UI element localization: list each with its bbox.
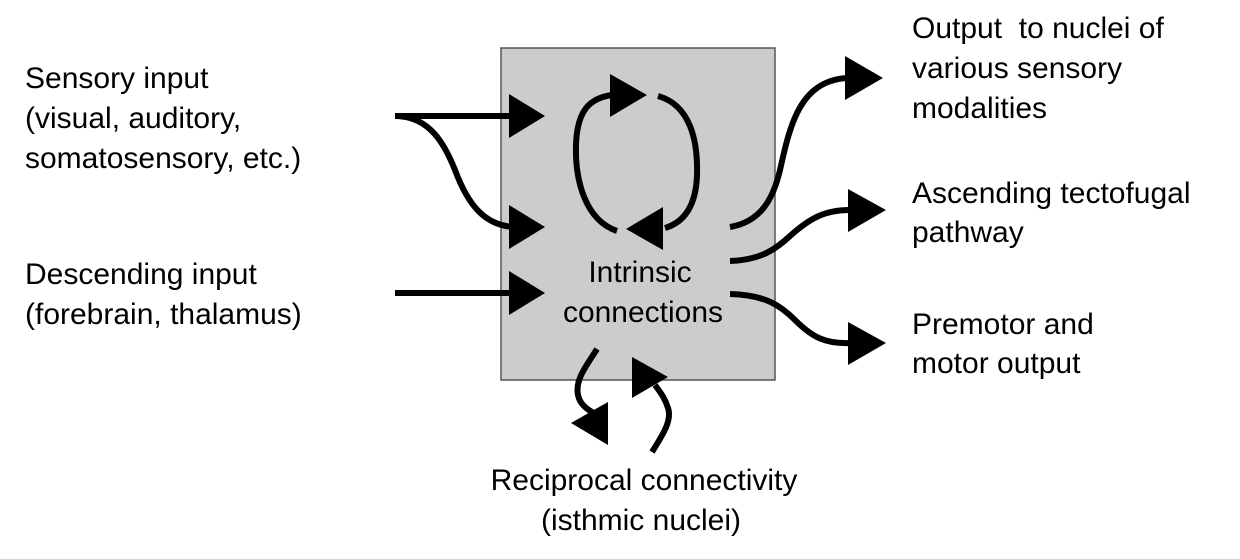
output-sensory-nuclei-label-line-1: Output to nuclei of bbox=[912, 12, 1164, 45]
output-sensory-nuclei-label-line-2: various sensory bbox=[912, 52, 1122, 85]
arrowhead-icon bbox=[610, 74, 647, 117]
sensory-arrow-upper bbox=[395, 94, 545, 138]
intrinsic-loop-left bbox=[572, 74, 647, 234]
descending-input-label-line-2: (forebrain, thalamus) bbox=[25, 298, 302, 331]
center-box bbox=[500, 47, 776, 381]
output-sensory-nuclei-label-line-3: modalities bbox=[912, 92, 1047, 125]
sensory-arrow-lower bbox=[394, 113, 545, 249]
reciprocal-label-line-1: Reciprocal connectivity bbox=[491, 464, 798, 497]
output-tectofugal-label-line-1: Ascending tectofugal bbox=[912, 177, 1191, 210]
output-motor-arrow bbox=[729, 291, 886, 365]
descending-input-label-line-1: Descending input bbox=[25, 258, 257, 291]
arrowhead-icon bbox=[509, 94, 545, 138]
descending-arrow bbox=[395, 271, 545, 315]
arrowhead-icon bbox=[845, 56, 883, 100]
center-box-label-line-2: connections bbox=[563, 296, 723, 329]
arrowhead-icon bbox=[632, 357, 668, 398]
sensory-input-label-line-3: somatosensory, etc.) bbox=[25, 142, 301, 175]
output-motor-label-line-1: Premotor and bbox=[912, 308, 1094, 341]
output-sensory-nuclei-arrow bbox=[729, 56, 883, 230]
sensory-input-label-line-1: Sensory input bbox=[25, 62, 209, 95]
reciprocal-label-line-2: (isthmic nuclei) bbox=[541, 504, 741, 537]
center-box-label-line-1: Intrinsic bbox=[588, 256, 691, 289]
sensory-input-label-line-2: (visual, auditory, bbox=[25, 102, 241, 135]
intrinsic-loop-right bbox=[626, 93, 701, 250]
output-motor-label-line-2: motor output bbox=[912, 347, 1081, 380]
reciprocal-out-arrow bbox=[571, 347, 608, 445]
arrowhead-icon bbox=[571, 402, 608, 445]
arrowhead-icon bbox=[848, 189, 886, 232]
arrowhead-icon bbox=[509, 205, 545, 249]
arrowhead-icon bbox=[626, 207, 663, 250]
output-tectofugal-arrow bbox=[729, 189, 886, 264]
arrowhead-icon bbox=[509, 271, 545, 315]
arrowhead-icon bbox=[848, 322, 886, 365]
output-tectofugal-label-line-2: pathway bbox=[912, 216, 1024, 249]
reciprocal-in-arrow bbox=[632, 357, 672, 454]
